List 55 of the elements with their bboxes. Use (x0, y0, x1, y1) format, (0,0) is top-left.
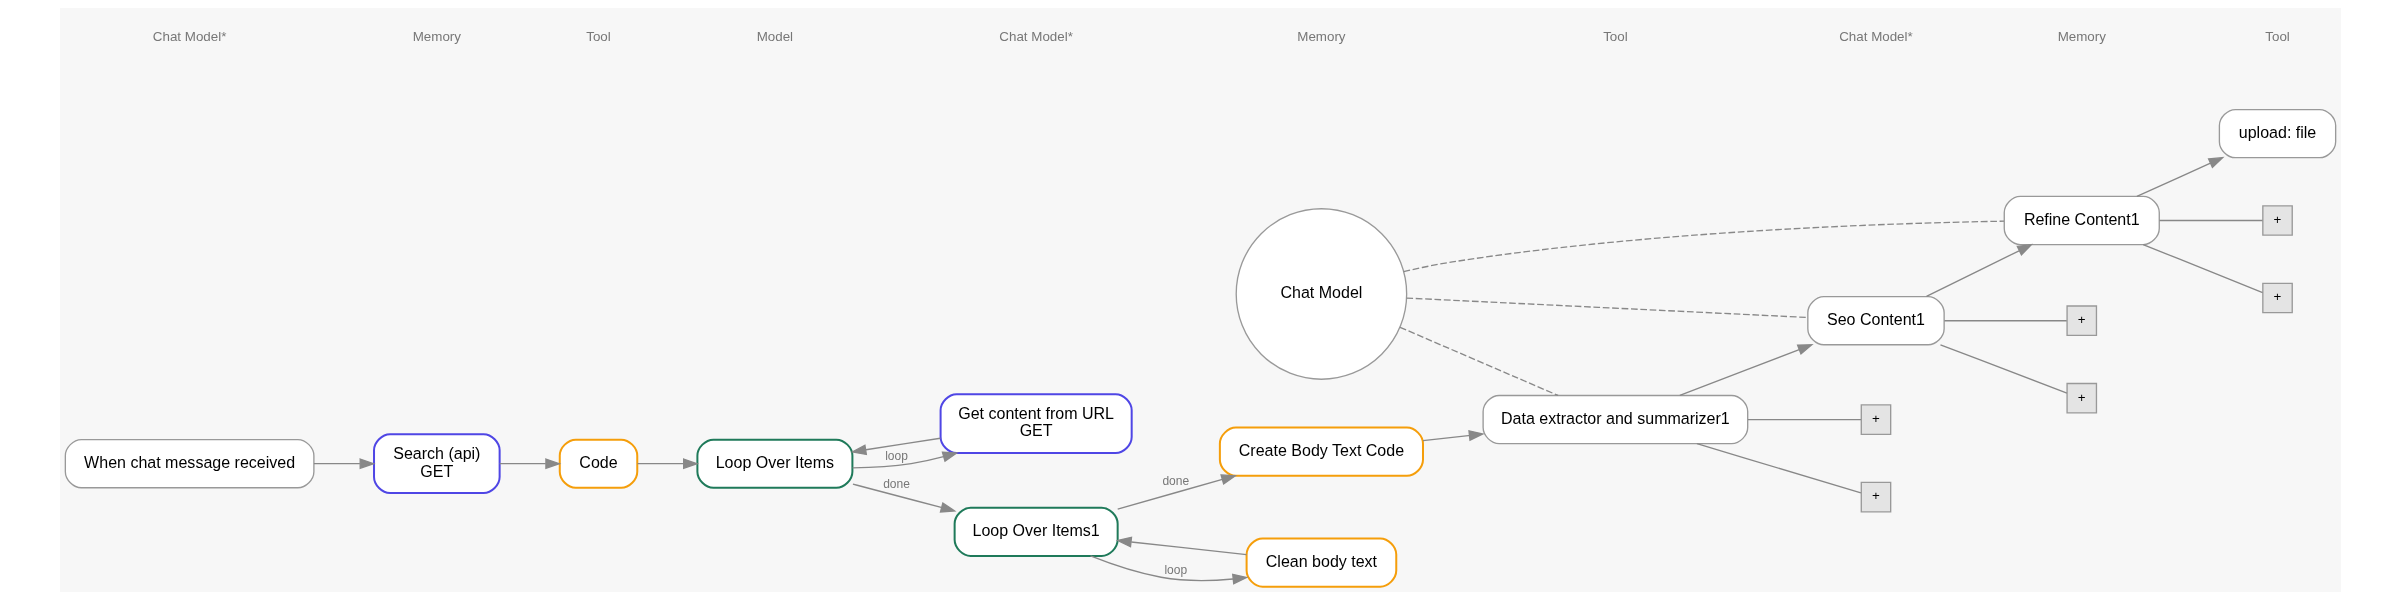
connector (1695, 443, 1862, 494)
connector (2141, 243, 2263, 294)
node-box: Create Body Text Code (1218, 426, 1424, 477)
label: Chat Model* (152, 28, 226, 44)
connector (2158, 219, 2263, 222)
label: Chat Model* (1838, 28, 1913, 44)
arrow (1925, 243, 2033, 298)
node-box: + (2261, 282, 2293, 314)
node-box: Get content from URL GET (939, 393, 1133, 454)
arrow (1115, 536, 1247, 556)
node-box: Loop Over Items (695, 438, 853, 489)
edge-label: loop (1163, 562, 1187, 577)
arrow (851, 451, 959, 469)
arrow (849, 437, 941, 456)
arrow (636, 458, 699, 470)
arrow (1421, 430, 1485, 442)
arrow (1089, 555, 1249, 585)
label: Model (756, 28, 793, 44)
node-box: + (2065, 382, 2097, 414)
label: Memory (2057, 28, 2106, 44)
connector (1402, 220, 2005, 273)
node-box: + (1860, 481, 1891, 513)
arrow (2135, 156, 2225, 197)
node-box: Loop Over Items1 (953, 506, 1119, 557)
node-box: + (2065, 305, 2097, 337)
label: Chat Model* (998, 28, 1073, 44)
label: Tool (1602, 28, 1628, 44)
node-box: Seo Content1 (1806, 296, 1945, 346)
label: Memory (1296, 28, 1346, 44)
node-box: Code (558, 438, 638, 489)
connector (1405, 297, 1808, 319)
node-circle: Chat Model (1235, 208, 1407, 380)
arrow (1678, 344, 1814, 397)
arrow (312, 458, 376, 470)
arrow (851, 483, 957, 513)
node-box: Refine Content1 (2003, 195, 2160, 246)
connector (1943, 320, 2067, 322)
node-box: + (2261, 205, 2293, 236)
node-box: When chat message received (64, 438, 315, 489)
node-box: upload: file (2218, 108, 2336, 159)
node-box: Clean body text (1245, 537, 1397, 588)
edge-label: done (1161, 474, 1189, 489)
arrow (1116, 474, 1237, 510)
connector (1939, 344, 2068, 394)
node-box: Search (api) GET (372, 433, 501, 495)
connector (1746, 418, 1862, 421)
node-box: Data extractor and summarizer1 (1481, 394, 1748, 445)
node-box: + (1860, 404, 1891, 435)
connector (1398, 326, 1559, 397)
label: Tool (2264, 28, 2290, 44)
edge-label: loop (884, 448, 908, 463)
label: Memory (412, 28, 461, 44)
label: Tool (585, 28, 611, 44)
arrow (498, 458, 561, 470)
edge-label: done (882, 477, 910, 492)
